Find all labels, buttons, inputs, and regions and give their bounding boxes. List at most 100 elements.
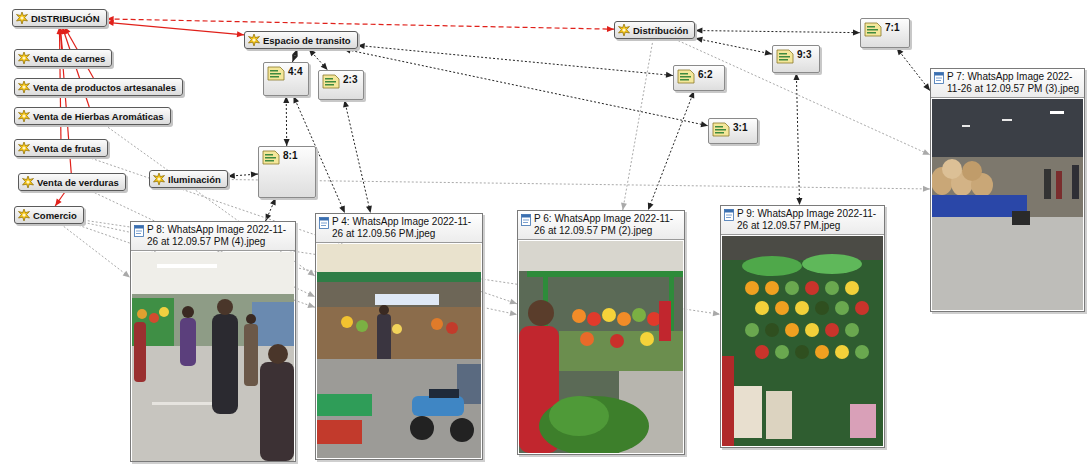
connector-line bbox=[675, 39, 930, 155]
ceiling bbox=[932, 99, 1083, 157]
ceiling bbox=[317, 244, 481, 272]
arrowhead bbox=[107, 20, 114, 26]
fruit bbox=[745, 323, 759, 337]
fruit bbox=[755, 345, 769, 359]
connector-line bbox=[107, 19, 614, 29]
fruit bbox=[825, 323, 839, 337]
code-icon-dot bbox=[22, 213, 25, 216]
person bbox=[244, 324, 258, 386]
arrowhead bbox=[307, 291, 315, 297]
document-icon bbox=[521, 214, 531, 226]
person bbox=[212, 314, 238, 414]
arrowhead bbox=[666, 72, 673, 78]
stall bbox=[317, 307, 481, 359]
person bbox=[659, 301, 671, 341]
arrowhead bbox=[897, 48, 904, 55]
fruit bbox=[431, 318, 443, 330]
ceiling bbox=[722, 236, 883, 260]
document-icon-line bbox=[726, 215, 732, 216]
fruit bbox=[640, 332, 654, 346]
connector-line bbox=[344, 100, 370, 213]
quotation-number: 7:1 bbox=[885, 22, 899, 34]
fruit bbox=[602, 308, 616, 322]
document-icon-line bbox=[321, 223, 327, 224]
bucket bbox=[1012, 211, 1030, 225]
arrowhead bbox=[292, 49, 298, 57]
person-head bbox=[379, 305, 389, 315]
photo-ground bbox=[317, 244, 481, 458]
photo-ground bbox=[132, 252, 294, 461]
fruit bbox=[755, 301, 769, 315]
package bbox=[850, 404, 876, 438]
crate bbox=[317, 420, 362, 444]
connector-line bbox=[344, 49, 708, 126]
herbs bbox=[549, 396, 609, 436]
fruit bbox=[446, 322, 458, 334]
ceiling bbox=[519, 241, 683, 271]
document-title: P 9: WhatsApp Image 2022-11-26 at 12.09.… bbox=[737, 208, 881, 232]
document-icon bbox=[134, 225, 144, 237]
fruit bbox=[137, 309, 147, 319]
code-icon-star bbox=[249, 34, 260, 46]
bag bbox=[766, 391, 792, 439]
document-header: P 4: WhatsApp Image 2022-11-26 at 12.09.… bbox=[316, 214, 482, 243]
floor bbox=[317, 359, 481, 458]
document-box: P 8: WhatsApp Image 2022-11-26 at 12.09.… bbox=[130, 221, 296, 462]
quotation-box: 7:1 bbox=[860, 18, 910, 48]
fruit bbox=[795, 301, 809, 315]
quotation-number: 4:4 bbox=[288, 66, 302, 78]
arrowhead bbox=[58, 27, 64, 34]
lamp bbox=[1002, 119, 1012, 121]
quotation-box: 8:1 bbox=[258, 146, 316, 198]
document-icon-page bbox=[522, 215, 531, 226]
connector bbox=[55, 191, 65, 206]
connector-line bbox=[358, 45, 673, 75]
code-icon-dot bbox=[622, 28, 625, 31]
code-label: Distribución bbox=[633, 25, 688, 36]
quotation-box: 4:4 bbox=[263, 62, 309, 96]
arrowhead bbox=[123, 271, 130, 278]
fruit bbox=[647, 312, 661, 326]
motorcycle bbox=[412, 396, 464, 416]
document-title: P 4: WhatsApp Image 2022-11-26 at 12.09.… bbox=[332, 216, 479, 240]
arrowhead bbox=[621, 203, 627, 210]
leaves bbox=[802, 254, 862, 274]
arrowhead bbox=[343, 100, 349, 107]
code-box: Comercio bbox=[14, 206, 84, 224]
connector-line bbox=[796, 73, 799, 205]
document-icon-line bbox=[726, 217, 731, 218]
fruit bbox=[815, 345, 829, 359]
fruit bbox=[572, 309, 586, 323]
quotation-icon-page bbox=[865, 23, 881, 36]
quotation-icon bbox=[864, 22, 882, 37]
connector bbox=[675, 39, 930, 155]
code-icon-dot bbox=[22, 146, 25, 149]
code-icon-dot bbox=[252, 38, 255, 41]
person bbox=[134, 322, 146, 382]
connector-line bbox=[695, 38, 772, 54]
quotation-icon-line bbox=[715, 126, 723, 128]
connector bbox=[266, 198, 276, 221]
document-header: P 6: WhatsApp Image 2022-11-26 at 12.09.… bbox=[518, 211, 684, 240]
beam bbox=[317, 272, 481, 282]
connector bbox=[897, 48, 930, 91]
quotation-icon-page bbox=[713, 123, 729, 136]
document-box: P 7: WhatsApp Image 2022-11-26 at 12.09.… bbox=[930, 68, 1085, 312]
code-icon-star bbox=[19, 142, 30, 154]
connector bbox=[695, 28, 860, 36]
connector bbox=[648, 91, 694, 210]
arrowhead bbox=[366, 206, 372, 213]
document-icon bbox=[319, 217, 329, 229]
code-icon-star bbox=[23, 176, 34, 188]
code-box: Venta de carnes bbox=[14, 49, 112, 67]
code-box: Venta de productos artesanales bbox=[14, 78, 183, 96]
quotation-icon bbox=[267, 66, 285, 81]
photo-ground bbox=[722, 236, 883, 446]
connector-line bbox=[286, 96, 288, 146]
code-icon-dot bbox=[22, 85, 25, 88]
quotation-box: 9:3 bbox=[772, 45, 820, 73]
document-icon bbox=[724, 209, 734, 221]
quotation-icon-page bbox=[323, 75, 339, 88]
connector bbox=[343, 100, 372, 213]
arrowhead bbox=[321, 63, 328, 70]
